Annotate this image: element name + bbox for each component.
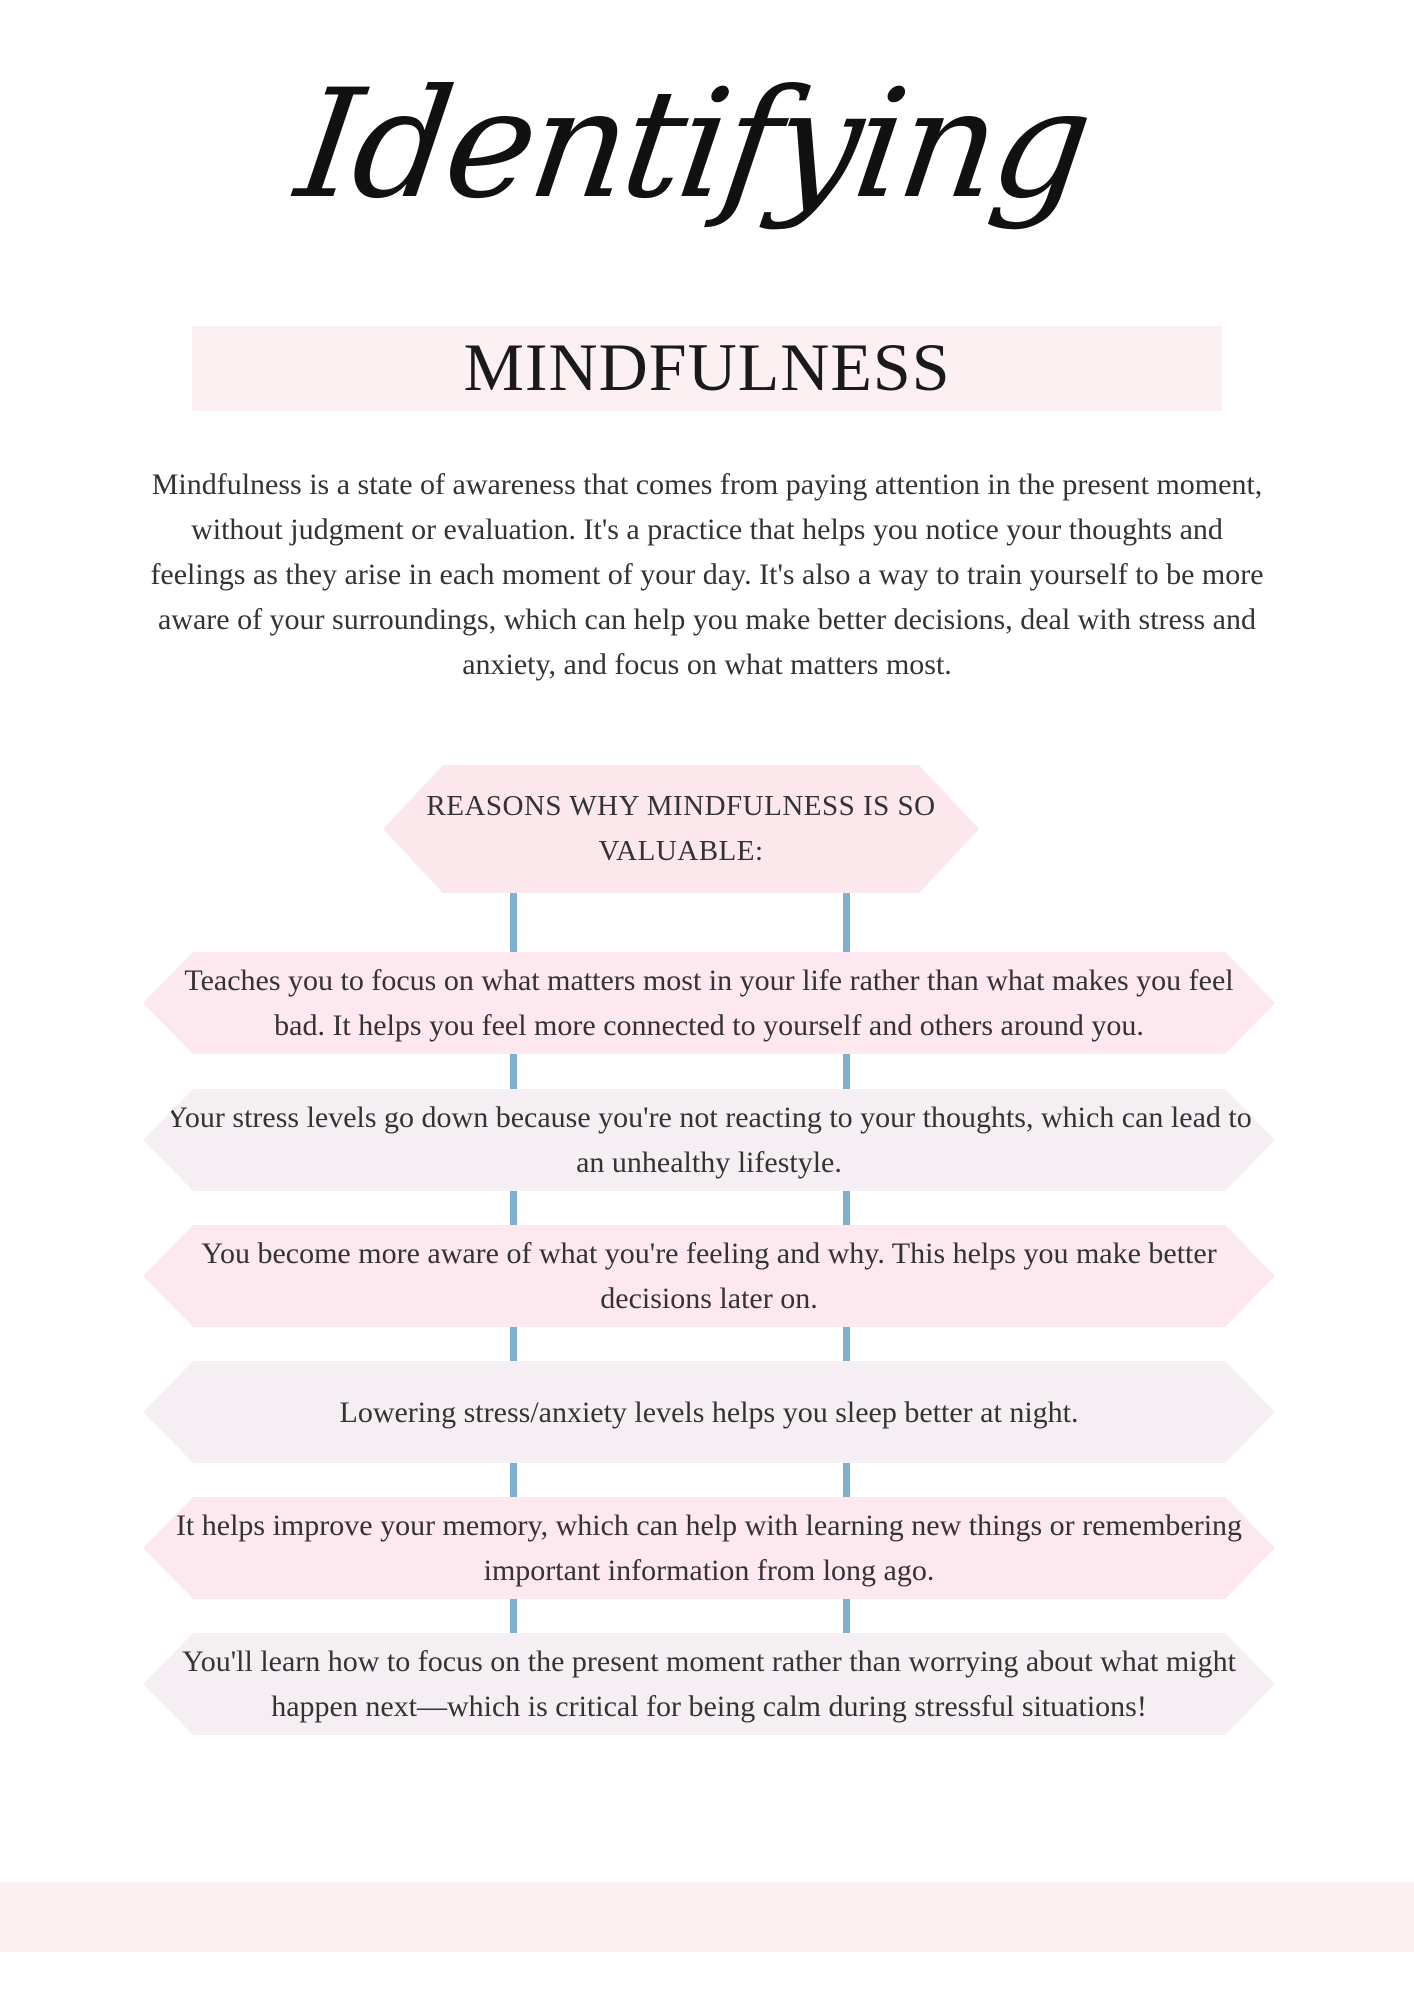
- page-title: MINDFULNESS: [463, 329, 951, 405]
- script-title: Identifying: [287, 58, 1098, 232]
- reason-item-3: You become more aware of what you're fee…: [143, 1225, 1275, 1327]
- title-band: [192, 326, 1222, 411]
- reason-item-1: Teaches you to focus on what matters mos…: [143, 952, 1275, 1054]
- reasons-header-label: REASONS WHY MINDFULNESS IS SO VALUABLE:: [426, 790, 936, 867]
- reason-item-5: It helps improve your memory, which can …: [143, 1497, 1275, 1599]
- reason-text-1: Teaches you to focus on what matters mos…: [184, 964, 1234, 1042]
- reason-text-3: You become more aware of what you're fee…: [201, 1237, 1217, 1315]
- reason-text-4: Lowering stress/anxiety levels helps you…: [339, 1395, 1079, 1429]
- footer-band: [0, 1882, 1414, 1952]
- reason-text-6: You'll learn how to focus on the present…: [182, 1645, 1236, 1723]
- reasons-header: REASONS WHY MINDFULNESS IS SO VALUABLE:: [383, 765, 979, 893]
- reason-text-5: It helps improve your memory, which can …: [175, 1509, 1243, 1587]
- intro-paragraph: Mindfulness is a state of awareness that…: [150, 468, 1264, 681]
- reason-text-2: Your stress levels go down because you'r…: [166, 1101, 1252, 1179]
- reason-item-2: Your stress levels go down because you'r…: [143, 1089, 1275, 1191]
- reason-item-4: Lowering stress/anxiety levels helps you…: [143, 1361, 1275, 1463]
- reason-item-6: You'll learn how to focus on the present…: [143, 1633, 1275, 1735]
